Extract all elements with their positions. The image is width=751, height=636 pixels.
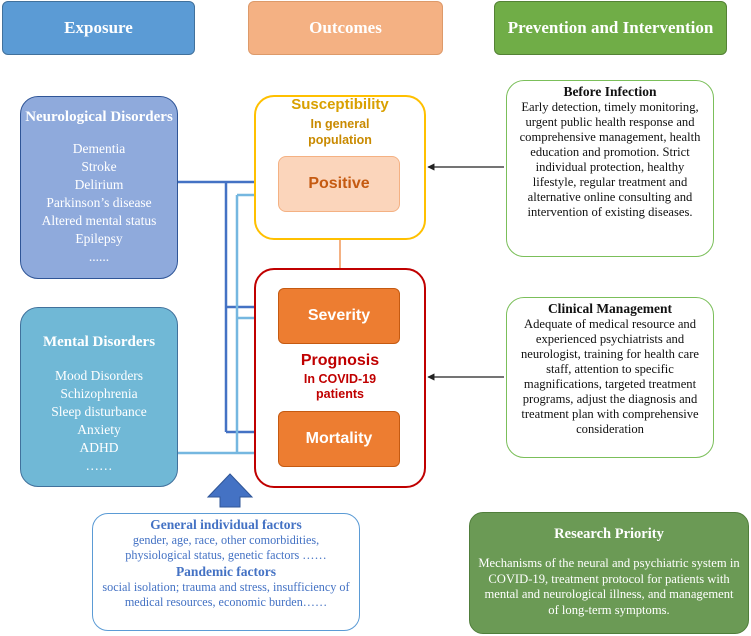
mental-disorders-box: Mental Disorders Mood Disorders Schizoph… — [20, 307, 178, 487]
exposure-header-label: Exposure — [64, 18, 133, 37]
list-item: Stroke — [81, 159, 117, 174]
before-infection-box: Before Infection Early detection, timely… — [506, 80, 714, 257]
positive-label: Positive — [308, 175, 370, 192]
positive-box: Positive — [278, 156, 400, 212]
research-priority-body: Mechanisms of the neural and psychiatric… — [478, 556, 740, 617]
before-infection-title: Before Infection — [563, 84, 657, 99]
list-item: Mood Disorders — [54, 368, 144, 383]
research-priority-title: Research Priority — [554, 526, 664, 542]
list-item: …… — [85, 458, 113, 473]
prevention-header-label: Prevention and Intervention — [507, 18, 714, 37]
list-item: Schizophrenia — [60, 386, 138, 401]
general-factors-title: General individual factors — [150, 517, 302, 532]
list-item: Altered mental status — [41, 213, 157, 228]
prognosis-title: Prognosis — [300, 352, 380, 369]
list-item: Parkinson’s disease — [46, 195, 152, 210]
before-infection-body: Early detection, timely monitoring, urge… — [519, 100, 701, 219]
clinical-management-box: Clinical Management Adequate of medical … — [506, 297, 714, 458]
severity-box: Severity — [278, 288, 400, 344]
mental-list: Mood Disorders Schizophrenia Sleep distu… — [21, 367, 177, 475]
clinical-management-title: Clinical Management — [547, 301, 673, 316]
neurological-disorders-title: Neurological Disorders — [25, 109, 173, 125]
list-item: Dementia — [72, 141, 126, 156]
clinical-management-body: Adequate of medical resource and experie… — [521, 317, 699, 436]
factors-box: General individual factors gender, age, … — [92, 513, 360, 631]
list-item: ...... — [88, 249, 110, 264]
list-item: ADHD — [79, 440, 119, 455]
exposure-header: Exposure — [2, 1, 195, 55]
research-priority-box: Research Priority Mechanisms of the neur… — [469, 512, 749, 634]
severity-label: Severity — [307, 307, 371, 324]
list-item: Sleep disturbance — [51, 404, 147, 419]
neurological-list: Dementia Stroke Delirium Parkinson’s dis… — [21, 140, 177, 266]
factors-up-arrow — [206, 473, 254, 508]
mortality-box: Mortality — [278, 411, 400, 467]
list-item: Epilepsy — [75, 231, 123, 246]
pandemic-factors-body: social isolation; trauma and stress, ins… — [102, 580, 350, 609]
prevention-header: Prevention and Intervention — [494, 1, 727, 55]
mortality-label: Mortality — [305, 430, 373, 447]
neurological-disorders-box: Neurological Disorders Dementia Stroke D… — [20, 96, 178, 279]
mental-disorders-title: Mental Disorders — [42, 334, 156, 350]
susceptibility-subtitle: In general population — [308, 117, 372, 147]
susceptibility-title: Susceptibility — [291, 96, 389, 113]
pandemic-factors-title: Pandemic factors — [175, 564, 277, 579]
outcomes-header: Outcomes — [248, 1, 443, 55]
prognosis-label-group: Prognosis In COVID-19 patients — [256, 351, 424, 402]
general-factors-body: gender, age, race, other comorbidities, … — [125, 533, 327, 562]
list-item: Delirium — [74, 177, 124, 192]
prognosis-subtitle: In COVID-19 patients — [303, 372, 377, 401]
outcomes-header-label: Outcomes — [309, 18, 382, 37]
list-item: Anxiety — [77, 422, 121, 437]
